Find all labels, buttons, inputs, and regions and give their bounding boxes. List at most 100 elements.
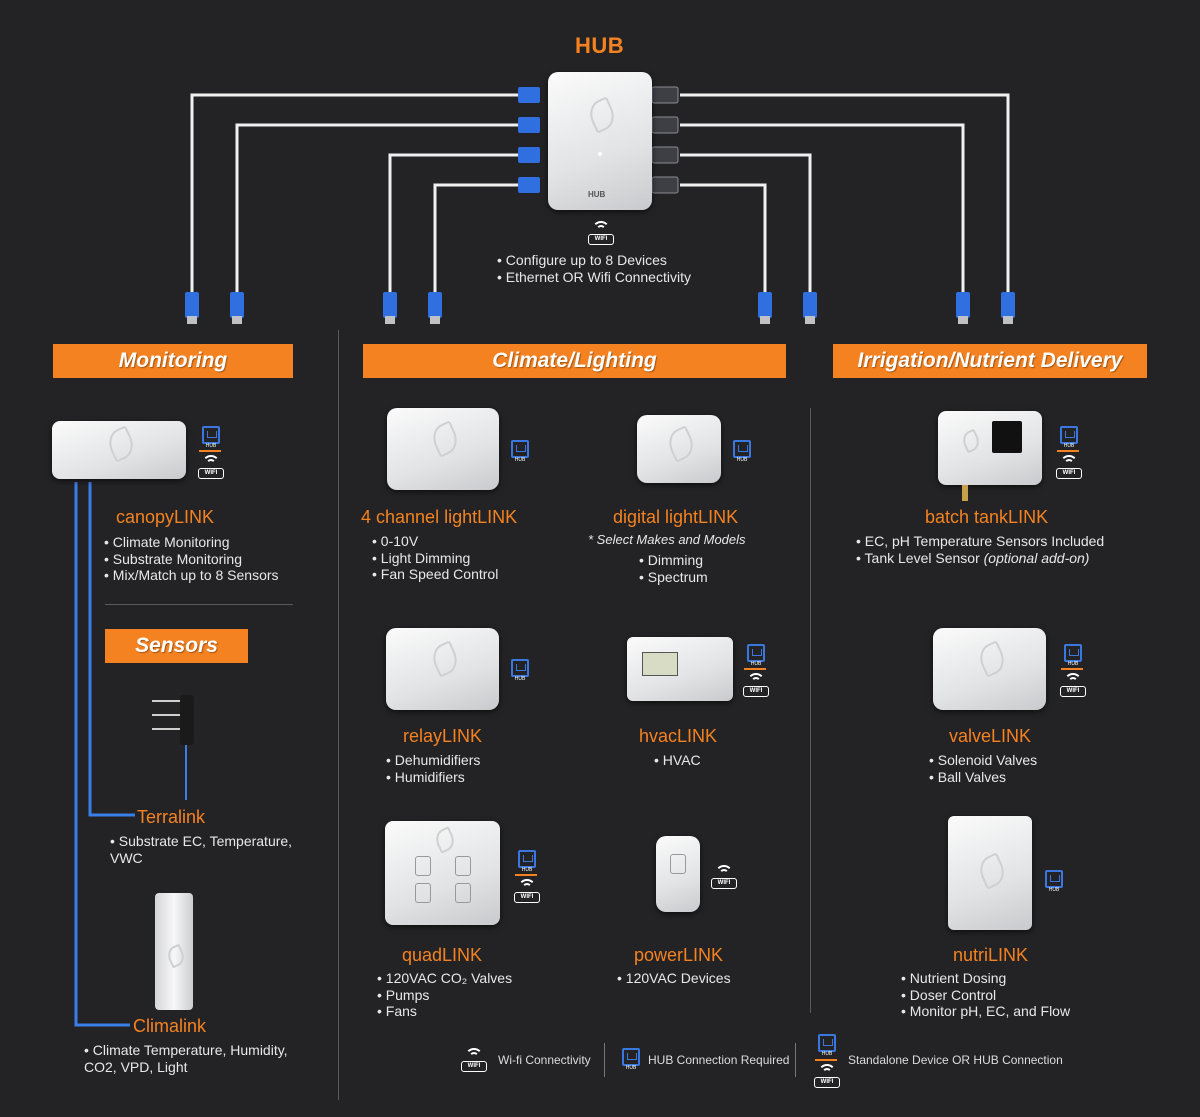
brand-leaf-icon [427,640,462,679]
powerlink-features: 120VAC Devices [617,970,731,987]
cable-8 [680,183,767,300]
4-channel-lightlink-title: 4 channel lightLINK [361,507,518,527]
digital-lightlink-device-image [637,415,721,483]
hub-connection-icon: HUB [509,440,531,464]
plug-tip [760,316,770,324]
quadlink-title: quadLINK [402,945,483,965]
cable-4 [433,183,520,300]
connector [518,117,540,133]
plug-tip [187,316,197,324]
connectors-right [651,86,679,194]
wifi-icon: WIFI [1060,673,1086,697]
canopylink-features: Climate Monitoring Substrate Monitoring … [104,534,279,584]
digital-lightlink-features: Dimming Spectrum [639,552,708,585]
feature: 120VAC CO₂ Valves [377,970,512,987]
wifi-icon: WIFI [588,221,614,245]
icon-separator [515,874,537,876]
terralink-wire [88,482,135,817]
plug-tip [805,316,815,324]
relaylink-features: Dehumidifiers Humidifiers [386,752,481,785]
feature-text: Tank Level Sensor [864,549,980,566]
probe-prong [152,714,180,716]
climalink-wire [74,482,130,1027]
batch-tanklink-features: EC, pH Temperature Sensors Included Tank… [856,533,1105,567]
powerlink-device-image [656,836,700,912]
feature: Fan Speed Control [372,566,499,583]
4-channel-lightlink-device-image [387,408,499,490]
cable-6 [680,123,965,300]
hub-connection-icon: HUB [1058,426,1080,450]
brand-leaf-icon [103,425,139,463]
batch-tanklink-title: batch tankLINK [925,507,1049,527]
feature: Dehumidifiers [386,752,481,769]
powerlink-title: powerLINK [634,945,724,965]
valvelink-features: Solenoid Valves Ball Valves [929,752,1037,785]
brand-leaf-icon [974,852,1010,890]
legend-wifi: Wi-fi Connectivity [498,1053,591,1067]
climalink-device-image [155,893,193,1010]
hub-connection-icon: HUB [1062,644,1084,668]
legend-hub: HUB Connection Required [648,1053,790,1067]
divider-right [810,408,811,1013]
nutrilink-features: Nutrient Dosing Doser Control Monitor pH… [901,970,1070,1020]
feature: Monitor pH, EC, and Flow [901,1003,1070,1020]
feature: Dimming [639,552,708,569]
connector [651,86,679,104]
hub-connection-icon: HUB [516,850,538,874]
terralink-probe-image [180,695,194,745]
hub-feature: Configure up to 8 Devices [497,252,691,269]
brand-leaf-icon [959,428,983,454]
wifi-icon: WIFI [814,1064,840,1088]
plug [185,292,199,318]
brand-leaf-icon [974,640,1009,679]
plug-tip [958,316,968,324]
tank-connector [962,485,968,501]
plug [383,292,397,318]
feature: Nutrient Dosing [901,970,1070,987]
divider-monitoring [105,604,293,605]
valvelink-title: valveLINK [949,726,1032,746]
nutrilink-title: nutriLINK [953,945,1029,965]
status-led [598,152,602,156]
hvaclink-device-image [627,637,733,701]
banner-irrigation: Irrigation/Nutrient Delivery [833,344,1147,378]
feature: Tank Level Sensor (optional add-on) [856,550,1104,567]
plug-tip [232,316,242,324]
hub-connection-icon: HUB [731,440,753,464]
cable-7 [680,153,812,300]
canopylink-title: canopyLINK [116,507,215,527]
feature: Light Dimming [372,550,498,567]
cable-2 [235,123,520,300]
plug [758,292,772,318]
banner-monitoring: Monitoring [53,344,293,378]
canopylink-device-image [52,421,186,479]
wifi-icon: WIFI [461,1048,487,1072]
icon-separator [744,668,766,670]
outlet [670,854,686,874]
hvaclink-features: HVAC [654,752,701,769]
connectors-left [518,87,540,193]
wifi-icon: WIFI [711,865,737,889]
connector [518,147,540,163]
plug [230,292,244,318]
feature: Climate Temperature, Humidity, CO2, VPD,… [84,1042,304,1075]
plug [956,292,970,318]
hub-connection-icon: HUB [745,644,767,668]
ethernet-cables [190,93,1010,300]
cable-3 [388,153,520,300]
feature: 120VAC Devices [617,970,731,987]
divider-left [338,330,339,1100]
nutrilink-device-image [948,816,1032,930]
brand-leaf-icon [584,95,620,134]
hub-connection-icon: HUB [200,426,222,450]
cable-plugs [185,292,1015,318]
feature: 0-10V [372,533,498,550]
hub-title: HUB [575,33,625,58]
climalink-features: Climate Temperature, Humidity, CO2, VPD,… [84,1042,304,1075]
wifi-icon: WIFI [514,879,540,903]
icon-separator [199,450,221,452]
brand-leaf-icon [663,424,699,463]
feature: Substrate Monitoring [104,551,279,568]
